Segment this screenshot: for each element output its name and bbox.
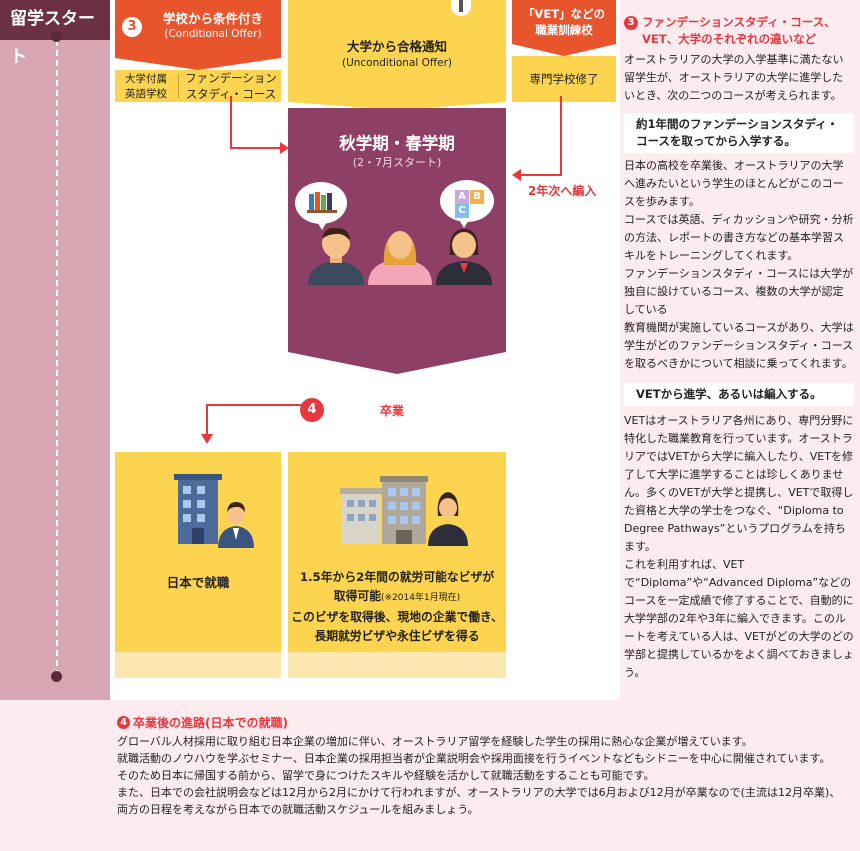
bottom-line-5: 両方の日程を考えながら日本での就職活動スケジュールを組みましょう。	[117, 803, 479, 816]
connector-cond-arrowhead	[280, 142, 289, 154]
connector-grad-arrowhead	[201, 434, 213, 444]
bottom-line-1: グローバル人材採用に取り組む日本企業の増加に伴い、オーストラリア留学を経験した学…	[117, 735, 753, 748]
foundation-subheading: 約1年間のファンデーションスタディ・ コースを取ってから入学する。	[624, 113, 854, 153]
australia-line4: 長期就労ビザや永住ビザを得る	[314, 629, 480, 643]
conditional-offer-sub: (Conditional Offer)	[164, 28, 262, 40]
uncond-arrow	[288, 102, 506, 110]
step-3-badge: 3	[122, 17, 142, 37]
block-b-icon: B	[470, 190, 484, 204]
australia-line1: 1.5年から2年間の就労可能なビザが	[299, 570, 495, 584]
semester-arrow	[288, 352, 506, 374]
conditional-offer-title: 学校から条件付き	[162, 11, 263, 26]
connector-vet-horizontal	[520, 174, 562, 176]
conditional-offer-box: 3 学校から条件付き (Conditional Offer)	[115, 0, 281, 58]
australia-note: (※2014年1月現在)	[381, 593, 461, 603]
step-4-badge: 4	[300, 398, 324, 422]
japan-job-box: 日本で就職	[115, 452, 281, 652]
connector-vet-arrowhead	[512, 169, 521, 181]
right-step-3-badge: 3	[624, 16, 638, 30]
bottom-line-2: 就職活動のノウハウを学ぶセミナー、日本企業の採用担当者が企業説明会や採用面接を行…	[117, 752, 831, 765]
connector-vet-vertical	[560, 96, 562, 176]
option-english-school: 大学付属 英語学校	[125, 73, 167, 100]
australia-line2: 取得可能	[333, 589, 381, 603]
unconditional-offer-sub: (Unconditional Offer)	[341, 57, 453, 69]
vet-subheading: VETから進学、あるいは編入する。	[624, 383, 854, 406]
right-panel-intro: オーストラリアの大学の入学基準に満たない留学生が、オーストラリアの大学に進学した…	[624, 53, 844, 102]
japan-job-fade	[115, 652, 281, 678]
city-buildings-icon	[340, 476, 468, 546]
bottom-section: 4 卒業後の進路(日本での就職) グローバル人材採用に取り組む日本企業の増加に伴…	[117, 714, 857, 818]
vet-title: 「VET」などの 職業訓練校	[522, 7, 606, 37]
connector-grad-horizontal	[206, 404, 302, 406]
connector-cond-horizontal	[230, 147, 282, 149]
timeline-end-dot	[51, 671, 62, 682]
connector-cond-vertical	[230, 96, 232, 148]
bottom-line-3: そのため日本に帰国する前から、留学で身につけたスキルや経験を活かして就職活動をす…	[117, 769, 655, 782]
connector-grad-vertical	[206, 404, 208, 436]
semester-box: 秋学期・春学期 (2・7月スタート)	[288, 108, 506, 352]
vet-body: VETはオーストラリア各州にあり、専門分野に特化した職業教育を行っています。オー…	[624, 414, 854, 679]
vet-box: 「VET」などの 職業訓練校	[512, 0, 616, 44]
conditional-offer-arrow	[115, 58, 281, 70]
graduation-arrow	[288, 430, 506, 446]
abc-bubble-tail	[458, 218, 470, 228]
unconditional-offer-box: 大学から合格通知 (Unconditional Offer)	[288, 0, 506, 102]
bottom-line-4: また、日本での会社説明会などは12月から2月にかけて行われますが、オーストラリア…	[117, 786, 841, 799]
foundation-body: 日本の高校を卒業後、オーストラリアの大学へ進みたいという学生のほとんどがこのコー…	[624, 159, 854, 370]
unconditional-offer-title: 大学から合格通知	[346, 39, 447, 54]
option-foundation-course: ファンデーション スタディ・コース	[185, 71, 277, 101]
student-girl-uniform-icon	[436, 229, 492, 285]
pin-icon	[459, 0, 463, 12]
student-boy-icon	[308, 227, 364, 285]
students-illustration	[308, 227, 492, 285]
timeline-dashed-line	[56, 40, 58, 676]
australia-job-fade	[288, 652, 506, 678]
vet-completion-box: 専門学校修了	[512, 56, 616, 102]
books-icon	[307, 192, 337, 213]
options-divider	[178, 74, 179, 98]
student-girl-icon	[368, 231, 432, 285]
vet-arrow	[512, 44, 616, 56]
businesswoman-icon	[428, 492, 468, 546]
office-building-icon	[174, 474, 254, 548]
block-c-icon: C	[455, 204, 469, 218]
bottom-step-4-badge: 4	[117, 716, 130, 729]
right-panel: 3 ファンデーションスタディ・コース、 VET、大学のそれぞれの違いなど オース…	[624, 14, 854, 682]
conditional-options: 大学付属 英語学校 ファンデーション スタディ・コース	[115, 70, 281, 102]
semester-title: 秋学期・春学期	[339, 134, 455, 153]
right-panel-heading: ファンデーションスタディ・コース、 VET、大学のそれぞれの違いなど	[642, 15, 836, 46]
graduation-label: 卒業	[380, 404, 405, 418]
timeline-start-dot	[51, 31, 62, 42]
japan-job-label: 日本で就職	[166, 575, 230, 590]
businessman-icon	[218, 502, 254, 548]
australia-line3: このビザを取得後、現地の企業で働き、	[291, 610, 503, 624]
semester-sub: (2・7月スタート)	[352, 156, 442, 169]
block-a-icon: A	[455, 190, 469, 204]
graduation-box	[288, 376, 506, 430]
bottom-heading: 卒業後の進路(日本での就職)	[133, 716, 288, 730]
timeline-strip	[0, 0, 110, 700]
vet-completion: 専門学校修了	[529, 72, 599, 86]
transfer-label: 2年次へ編入	[528, 184, 597, 198]
books-bubble-tail	[316, 220, 328, 230]
